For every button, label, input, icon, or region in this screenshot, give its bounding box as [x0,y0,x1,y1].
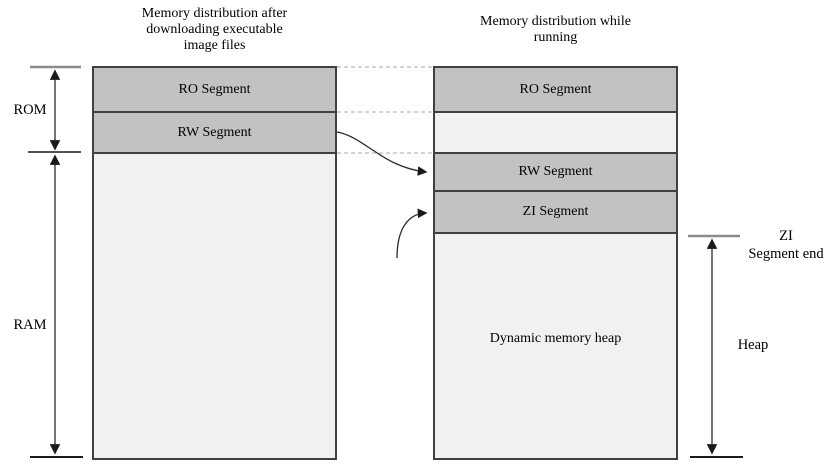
zi-segment-end-label: ZI Segment end [742,227,829,263]
left-title-line-1: Memory distribution after [141,6,288,21]
left-title-line-3: image files [183,38,246,53]
right-rw-segment-label: RW Segment [518,164,593,179]
right-rw-segment-box: RW Segment [433,152,678,192]
rw-relocation-arrow [336,131,428,176]
right-zi-segment-label: ZI Segment [522,204,589,219]
zi-segment-end-line-2: Segment end [748,246,824,262]
left-ro-segment-label: RO Segment [178,81,251,97]
right-gap-box [433,111,678,154]
right-column-title: Memory distribution while running [433,14,678,46]
ram-label: RAM [13,317,47,333]
heap-label: Heap [737,337,769,353]
right-title-line-2: running [533,30,578,45]
dynamic-memory-heap-label: Dynamic memory heap [489,331,622,346]
zi-segment-end-line-1: ZI [779,228,793,244]
right-ro-segment-label: RO Segment [519,81,592,97]
left-rw-segment-label: RW Segment [177,124,252,140]
left-rw-segment-box: RW Segment [92,111,337,154]
left-ro-segment-box: RO Segment [92,66,337,113]
left-empty-ram-box [92,152,337,460]
left-column-title: Memory distribution after downloading ex… [92,6,337,54]
left-title-line-2: downloading executable [146,22,283,37]
dynamic-memory-heap-box: Dynamic memory heap [433,232,678,460]
right-title-line-1: Memory distribution while [480,14,631,29]
rom-label: ROM [13,102,47,118]
right-ro-segment-box: RO Segment [433,66,678,113]
zi-pointer-arrow [396,208,428,259]
right-zi-segment-box: ZI Segment [433,190,678,234]
